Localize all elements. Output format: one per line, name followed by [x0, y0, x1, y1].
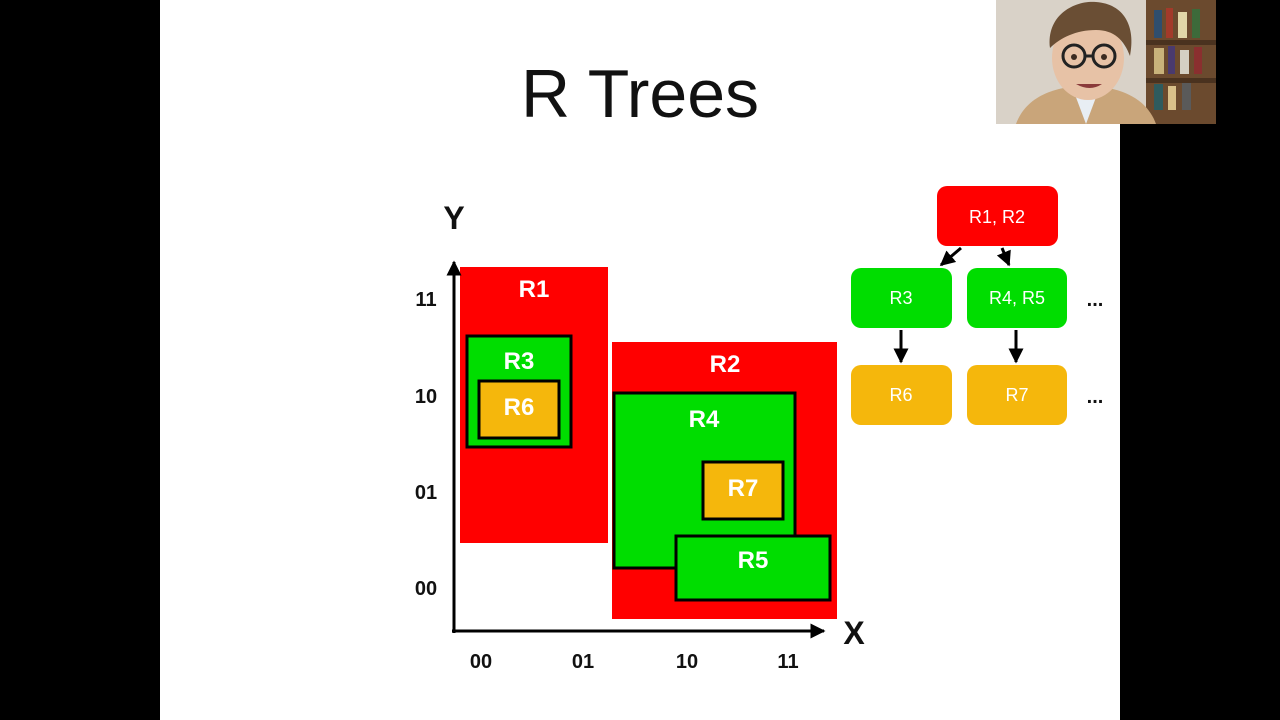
rect-r4-label: R4	[689, 406, 720, 433]
slide: R Trees R1 R2 R3 R6 R4 R7 R5	[160, 0, 1120, 720]
x-tick-label: 11	[777, 651, 798, 673]
rect-r6-label: R6	[504, 394, 535, 421]
y-tick-label: 10	[415, 386, 437, 408]
tree-node-r6-label: R6	[889, 385, 912, 405]
tree-node-r3	[851, 268, 952, 328]
rect-r2-label: R2	[710, 351, 741, 378]
tree-node-r3-label: R3	[889, 288, 912, 308]
rect-r5-label: R5	[738, 547, 769, 574]
tree-node-r6	[851, 365, 952, 425]
tree-node-r7	[967, 365, 1067, 425]
rect-r7	[701, 460, 785, 521]
y-axis-label: Y	[443, 200, 464, 236]
x-tick-label: 00	[470, 651, 492, 673]
rect-r5	[674, 534, 832, 602]
tree-level1-more: ...	[1087, 289, 1104, 311]
tree-node-r7-label: R7	[1005, 385, 1028, 405]
y-tick-label: 01	[415, 482, 437, 504]
rect-r6	[477, 379, 561, 440]
presenter-video-image	[996, 0, 1216, 124]
tree-node-root	[937, 186, 1058, 246]
x-axis-label: X	[843, 615, 865, 651]
tree-node-root-label: R1, R2	[969, 207, 1025, 227]
rect-r7-label: R7	[728, 475, 759, 502]
y-tick-label: 11	[415, 289, 436, 311]
x-tick-label: 10	[676, 651, 698, 673]
x-tick-label: 01	[572, 651, 594, 673]
presenter-webcam	[996, 0, 1216, 124]
tree-node-r4-r5-label: R4, R5	[989, 288, 1045, 308]
slide-title: R Trees	[520, 56, 760, 132]
y-tick-label: 00	[415, 578, 437, 600]
tree-level2-more: ...	[1087, 386, 1104, 408]
r-tree-diagram: R1 R2 R3 R6 R4 R7 R5 Y X 11 10 01 00 00 …	[415, 186, 1104, 673]
tree-edge-root-r3	[939, 246, 962, 267]
rect-r3-label: R3	[504, 348, 535, 375]
tree-node-r4-r5	[967, 268, 1067, 328]
tree-edge-root-r4-r5	[996, 247, 1011, 267]
rect-r1-label: R1	[519, 276, 550, 303]
